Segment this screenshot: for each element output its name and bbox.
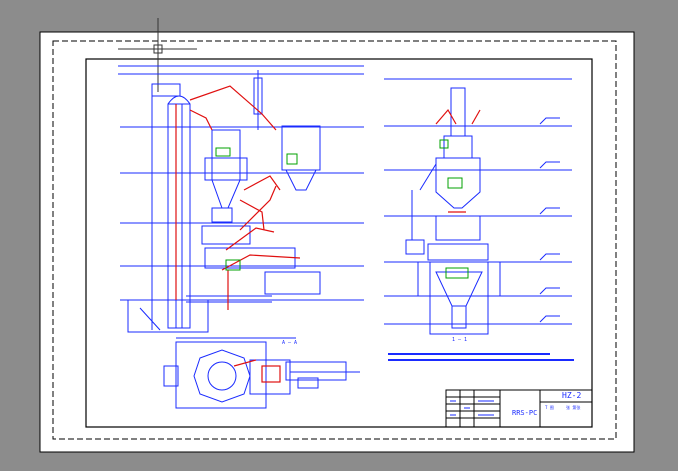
paper-sheet xyxy=(39,31,635,453)
notes-lines xyxy=(388,353,574,361)
accents-green-left xyxy=(215,147,298,271)
sheet-name: RRS-PC xyxy=(512,409,537,417)
dashed-border xyxy=(52,40,617,440)
title-block-marks xyxy=(450,400,494,416)
sheet-code: HZ-2 xyxy=(562,391,581,400)
accents-green-right xyxy=(439,139,469,279)
title-sub-left: T 图 xyxy=(545,404,554,410)
elevation-view-left xyxy=(118,65,364,333)
plan-view-bottom xyxy=(163,337,360,409)
section-label: A — A xyxy=(282,340,297,346)
title-sub-right: 张 第张 xyxy=(566,404,580,410)
elevation-view-right xyxy=(384,78,572,335)
piping-red-left xyxy=(175,85,301,310)
crosshair-cursor xyxy=(118,18,197,92)
drawing-frame xyxy=(85,58,593,428)
plan-red xyxy=(233,359,281,383)
piping-red-right xyxy=(435,108,481,213)
title-block xyxy=(445,389,593,428)
view-label-bottom: 1 — 1 xyxy=(452,337,467,343)
level-markers xyxy=(539,117,560,323)
